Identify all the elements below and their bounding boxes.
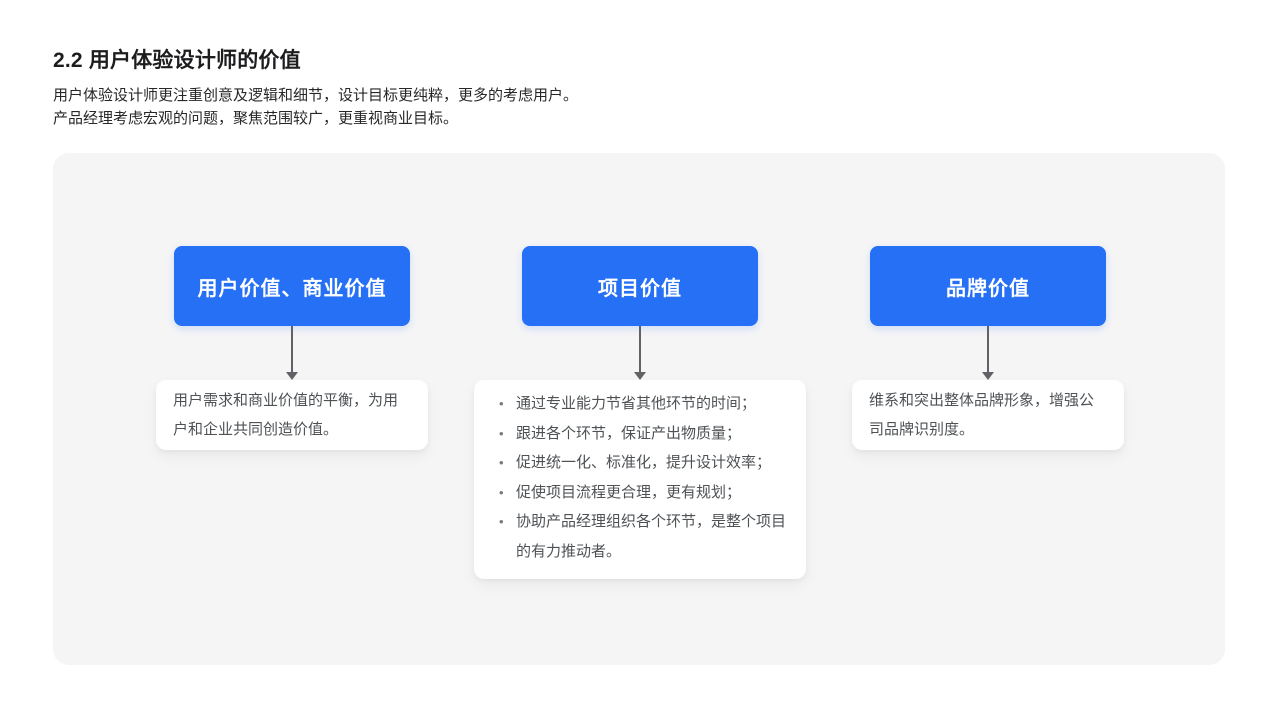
subtitle-line-1: 用户体验设计师更注重创意及逻辑和细节，设计目标更纯粹，更多的考虑用户。 bbox=[53, 87, 579, 104]
down-arrow-icon bbox=[634, 326, 646, 380]
header-box-project-value: 项目价值 bbox=[522, 246, 758, 326]
bullet-item: 通过专业能力节省其他环节的时间； bbox=[496, 389, 786, 419]
project-value-bullet-list: 通过专业能力节省其他环节的时间； 跟进各个环节，保证产出物质量； 促进统一化、标… bbox=[474, 380, 806, 579]
description-card-brand-value: 维系和突出整体品牌形象，增强公司品牌识别度。 bbox=[852, 380, 1124, 450]
bullet-item: 协助产品经理组织各个环节，是整个项目的有力推动者。 bbox=[496, 507, 786, 566]
column-project-value: 项目价值 通过专业能力节省其他环节的时间； 跟进各个环节，保证产出物质量； 促进… bbox=[474, 246, 806, 579]
down-arrow-icon bbox=[286, 326, 298, 380]
page-title: 2.2 用户体验设计师的价值 bbox=[53, 49, 301, 72]
bullet-item: 跟进各个环节，保证产出物质量； bbox=[496, 419, 786, 449]
header-label: 用户价值、商业价值 bbox=[197, 277, 387, 300]
bullet-item: 促使项目流程更合理，更有规划； bbox=[496, 478, 786, 508]
description-card-user-business-value: 用户需求和商业价值的平衡，为用户和企业共同创造价值。 bbox=[156, 380, 428, 450]
description-card-project-value: 通过专业能力节省其他环节的时间； 跟进各个环节，保证产出物质量； 促进统一化、标… bbox=[474, 380, 806, 579]
down-arrow-icon bbox=[982, 326, 994, 380]
column-brand-value: 品牌价值 维系和突出整体品牌形象，增强公司品牌识别度。 bbox=[852, 246, 1124, 450]
diagram-panel: 用户价值、商业价值 用户需求和商业价值的平衡，为用户和企业共同创造价值。 项目价… bbox=[53, 153, 1225, 665]
header-box-brand-value: 品牌价值 bbox=[870, 246, 1106, 326]
subtitle-line-2: 产品经理考虑宏观的问题，聚焦范围较广，更重视商业目标。 bbox=[53, 110, 459, 127]
header-box-user-business-value: 用户价值、商业价值 bbox=[174, 246, 410, 326]
page-subtitle: 用户体验设计师更注重创意及逻辑和细节，设计目标更纯粹，更多的考虑用户。 产品经理… bbox=[53, 84, 578, 130]
bullet-item: 促进统一化、标准化，提升设计效率； bbox=[496, 448, 786, 478]
header-label: 品牌价值 bbox=[946, 277, 1030, 300]
header-label: 项目价值 bbox=[598, 277, 682, 300]
column-user-business-value: 用户价值、商业价值 用户需求和商业价值的平衡，为用户和企业共同创造价值。 bbox=[156, 246, 428, 450]
